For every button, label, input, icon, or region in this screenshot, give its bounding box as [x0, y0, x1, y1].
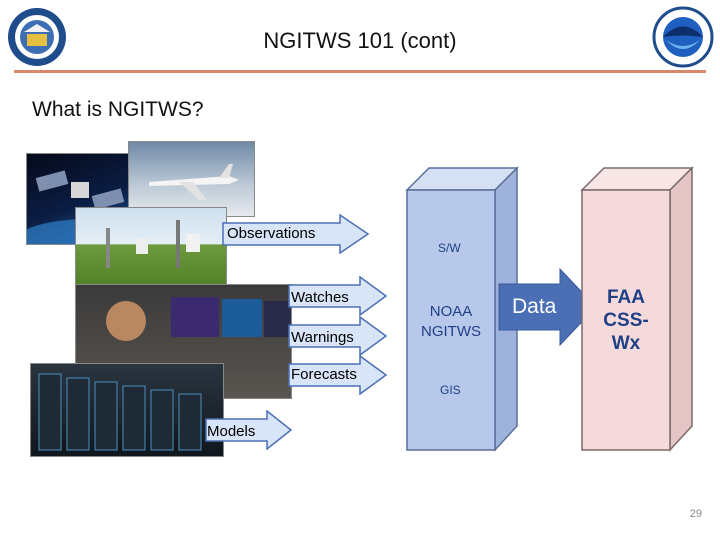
- css-label: CSS-: [603, 310, 649, 331]
- watches-label: Watches: [291, 289, 349, 306]
- warnings-arrow: [288, 316, 388, 356]
- data-label: Data: [512, 295, 557, 318]
- supercomputer-photo: [30, 363, 224, 457]
- noaa-label: NOAA: [429, 303, 473, 320]
- server-racks-icon: [38, 373, 202, 451]
- forecasts-label: Forecasts: [291, 366, 357, 383]
- faa-label: FAA: [607, 287, 645, 308]
- observations-label: Observations: [227, 225, 316, 242]
- slide-subtitle: What is NGITWS?: [32, 98, 204, 121]
- software-label: S/W: [438, 241, 461, 255]
- wx-label: Wx: [611, 333, 641, 354]
- airplane-icon: [149, 164, 239, 200]
- faa-css-wx-box: [580, 166, 694, 452]
- faa-css-wx-label: FAA CSS- Wx: [582, 286, 670, 355]
- warnings-label: Warnings: [291, 329, 354, 346]
- page-number: 29: [689, 508, 702, 520]
- gis-label: GIS: [440, 383, 461, 397]
- models-arrow: [205, 410, 293, 450]
- models-label: Models: [207, 423, 256, 440]
- airplane-photo: [128, 141, 255, 217]
- noaa-ngitws-label: NOAA NGITWS: [407, 302, 495, 342]
- commerce-seal-icon: [8, 8, 66, 66]
- noaa-logo-icon: [652, 6, 714, 68]
- observations-arrow: [222, 214, 370, 254]
- forecasts-arrow: [288, 355, 388, 395]
- weather-station-photo: [75, 207, 227, 289]
- slide-title: NGITWS 101 (cont): [263, 28, 457, 53]
- ngitws-label: NGITWS: [421, 323, 481, 340]
- title-divider: [14, 70, 706, 73]
- watches-arrow: [288, 276, 388, 316]
- weather-instruments-icon: [106, 220, 200, 268]
- data-arrow: [498, 268, 597, 346]
